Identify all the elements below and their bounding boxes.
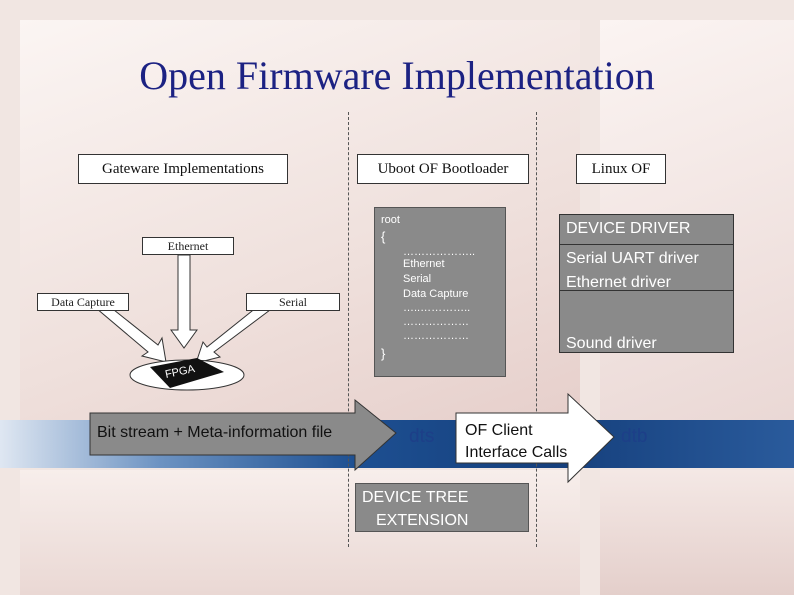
device-driver-label: DEVICE DRIVER bbox=[566, 220, 691, 237]
fpga-chip bbox=[150, 358, 224, 388]
device-tree-line2: EXTENSION bbox=[376, 512, 469, 529]
root-line: …..………….. bbox=[403, 302, 471, 314]
device-tree-root-box: root { ……………….. Ethernet Serial Data Cap… bbox=[374, 207, 506, 377]
device-tree-line1: DEVICE TREE bbox=[362, 489, 469, 506]
root-label: root bbox=[381, 214, 400, 226]
close-brace: } bbox=[381, 346, 386, 361]
root-line: ……………… bbox=[403, 330, 469, 342]
root-line: ……………….. bbox=[403, 246, 476, 258]
data-capture-label: Data Capture bbox=[37, 293, 129, 311]
open-brace: { bbox=[381, 229, 386, 244]
of-client-arrow bbox=[455, 392, 615, 484]
serial-arrow bbox=[195, 302, 271, 364]
device-driver-header: DEVICE DRIVER bbox=[559, 214, 734, 246]
of-client-label-line2: Interface Calls bbox=[465, 444, 568, 461]
slide-title: Open Firmware Implementation bbox=[139, 53, 655, 98]
uboot-header: Uboot OF Bootloader bbox=[357, 154, 529, 184]
dts-label: dts bbox=[409, 426, 435, 447]
ethernet-driver-label: Ethernet driver bbox=[566, 274, 671, 291]
sound-driver-box: Sound driver bbox=[559, 290, 734, 353]
sound-driver-label: Sound driver bbox=[566, 335, 657, 352]
background-panel bbox=[600, 470, 794, 595]
ethernet-arrow bbox=[170, 254, 198, 349]
section-divider bbox=[536, 112, 537, 547]
gateware-header: Gateware Implementations bbox=[78, 154, 288, 184]
bitstream-label: Bit stream + Meta-information file bbox=[97, 424, 333, 441]
section-divider bbox=[348, 112, 349, 547]
linux-header: Linux OF bbox=[576, 154, 666, 184]
dtb-label: dtb bbox=[621, 426, 648, 447]
data-capture-arrow bbox=[95, 301, 167, 363]
root-line: Serial bbox=[403, 273, 432, 285]
of-client-label-line1: OF Client bbox=[465, 422, 533, 439]
serial-ethernet-driver-box: Serial UART driver Ethernet driver bbox=[559, 244, 734, 292]
root-line: ……………… bbox=[403, 316, 469, 328]
serial-label: Serial bbox=[246, 293, 340, 311]
root-line: Ethernet bbox=[403, 258, 445, 270]
device-tree-extension-box: DEVICE TREE EXTENSION bbox=[355, 483, 529, 532]
serial-uart-driver-label: Serial UART driver bbox=[566, 250, 699, 267]
bitstream-arrow bbox=[89, 398, 397, 472]
root-line: Data Capture bbox=[403, 288, 469, 300]
ethernet-label: Ethernet bbox=[142, 237, 234, 255]
